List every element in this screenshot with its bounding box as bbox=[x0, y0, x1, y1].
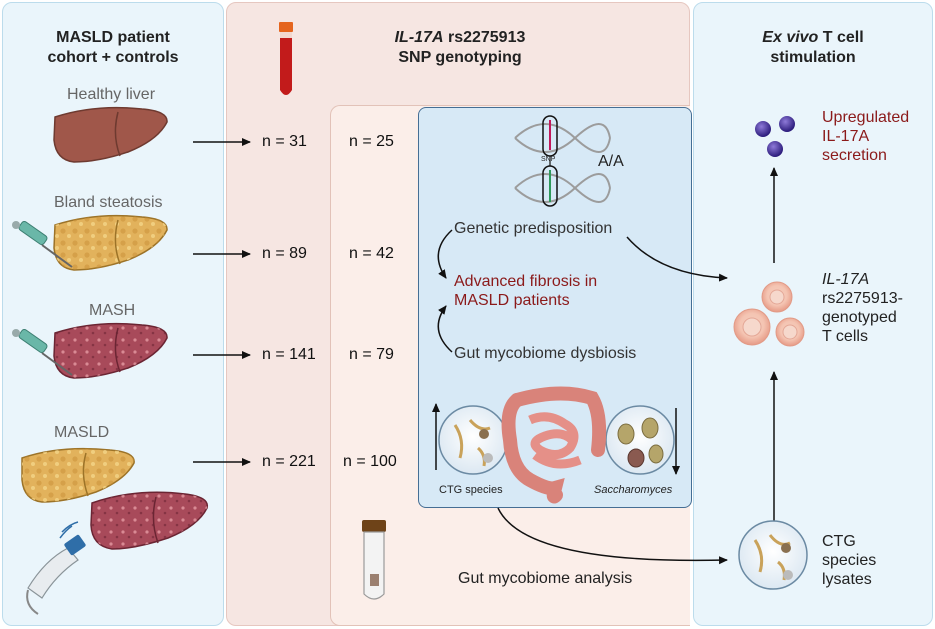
tcells-line3: genotyped bbox=[822, 309, 897, 326]
stimulation-title-tcell: T cell bbox=[818, 29, 864, 46]
dna-helix-icon bbox=[514, 115, 611, 157]
lysates-line1: CTG bbox=[822, 533, 856, 550]
mash-liver-icon bbox=[53, 322, 168, 379]
n-total-healthy: n = 31 bbox=[262, 133, 307, 150]
genotyped-tcells-label: IL-17A rs2275913- genotyped T cells bbox=[822, 270, 903, 346]
upregulated-line1: Upregulated bbox=[822, 109, 910, 126]
snp-label: SNP bbox=[541, 156, 556, 163]
upregulated-secretion-label: Upregulated IL-17A secretion bbox=[822, 108, 909, 165]
genotyping-title-gene: IL-17A bbox=[394, 29, 444, 46]
healthy-liver-icon bbox=[53, 106, 168, 163]
ctg-lysates-dish-icon bbox=[738, 520, 808, 590]
intestine-icon bbox=[501, 386, 607, 504]
blood-tube-icon bbox=[279, 22, 293, 95]
group-label-healthy: Healthy liver bbox=[67, 86, 156, 103]
n-genotyped-steatosis: n = 42 bbox=[349, 245, 394, 262]
stimulation-title-exvivo: Ex vivo bbox=[762, 29, 819, 46]
genotyping-title-line2: SNP genotyping bbox=[398, 49, 522, 66]
stimulation-title-line2: stimulation bbox=[770, 49, 856, 66]
lysates-line3: lysates bbox=[822, 571, 872, 588]
genotype-label: A/A bbox=[598, 153, 624, 170]
stimulation-title: Ex vivo T cell stimulation bbox=[706, 28, 920, 68]
arrow-analysis-lysates bbox=[497, 507, 728, 565]
group-label-mash: MASH bbox=[89, 302, 136, 319]
steatosis-liver-icon bbox=[53, 214, 168, 271]
ctg-species-dish-icon bbox=[438, 405, 508, 475]
group-label-steatosis: Bland steatosis bbox=[54, 194, 163, 211]
tcells-line4: T cells bbox=[822, 328, 868, 345]
masld-steatosis-liver-icon bbox=[21, 447, 135, 503]
biopsy-needle-icon bbox=[12, 328, 73, 376]
n-genotyped-mash: n = 79 bbox=[349, 346, 394, 363]
masld-mash-liver-icon bbox=[90, 491, 209, 550]
n-total-steatosis: n = 89 bbox=[262, 245, 307, 262]
group-label-masld: MASLD bbox=[54, 424, 110, 441]
stool-sample-tube-icon bbox=[362, 520, 386, 600]
lysates-line2: species bbox=[822, 552, 877, 569]
genetic-predisposition-label: Genetic predisposition bbox=[454, 220, 613, 237]
n-total-mash: n = 141 bbox=[262, 346, 316, 363]
upregulated-line2: IL-17A bbox=[822, 128, 870, 145]
tcells-line2: rs2275913- bbox=[822, 290, 903, 307]
arrow-dysbiosis-fibrosis bbox=[437, 305, 453, 353]
gut-analysis-label: Gut mycobiome analysis bbox=[458, 570, 633, 587]
n-genotyped-healthy: n = 25 bbox=[349, 133, 394, 150]
n-genotyped-masld: n = 100 bbox=[343, 453, 397, 470]
cohort-title-line2: cohort + controls bbox=[47, 49, 179, 66]
saccharomyces-label: Saccharomyces bbox=[594, 484, 673, 496]
fibrosis-label-line2: MASLD patients bbox=[454, 292, 570, 309]
t-cells-icon bbox=[733, 281, 805, 347]
cohort-title-line1: MASLD patient bbox=[56, 29, 170, 46]
stimulation-panel bbox=[693, 2, 933, 626]
ctg-lysates-label: CTG species lysates bbox=[822, 532, 876, 589]
fibrosis-label: Advanced fibrosis in MASLD patients bbox=[454, 272, 597, 310]
biopsy-needle-icon bbox=[12, 220, 73, 268]
tcells-line1: IL-17A bbox=[822, 271, 870, 288]
ultrasound-probe-icon bbox=[26, 521, 86, 615]
n-total-masld: n = 221 bbox=[262, 453, 316, 470]
cohort-arrows bbox=[193, 138, 251, 466]
ctg-species-label: CTG species bbox=[439, 484, 503, 496]
saccharomyces-dish-icon bbox=[605, 405, 675, 475]
dysbiosis-label: Gut mycobiome dysbiosis bbox=[454, 345, 637, 362]
arrow-predisposition-fibrosis bbox=[437, 229, 453, 279]
upregulated-line3: secretion bbox=[822, 147, 887, 164]
arrow-predisposition-tcells bbox=[626, 236, 728, 282]
dna-helix-icon bbox=[514, 165, 611, 207]
il17a-cytokine-icon bbox=[755, 116, 795, 157]
cohort-title: MASLD patient cohort + controls bbox=[14, 28, 212, 68]
genotyping-title-snp: rs2275913 bbox=[443, 29, 526, 46]
fibrosis-label-line1: Advanced fibrosis in bbox=[454, 273, 598, 290]
genotyping-title: IL-17A rs2275913 SNP genotyping bbox=[340, 28, 580, 68]
